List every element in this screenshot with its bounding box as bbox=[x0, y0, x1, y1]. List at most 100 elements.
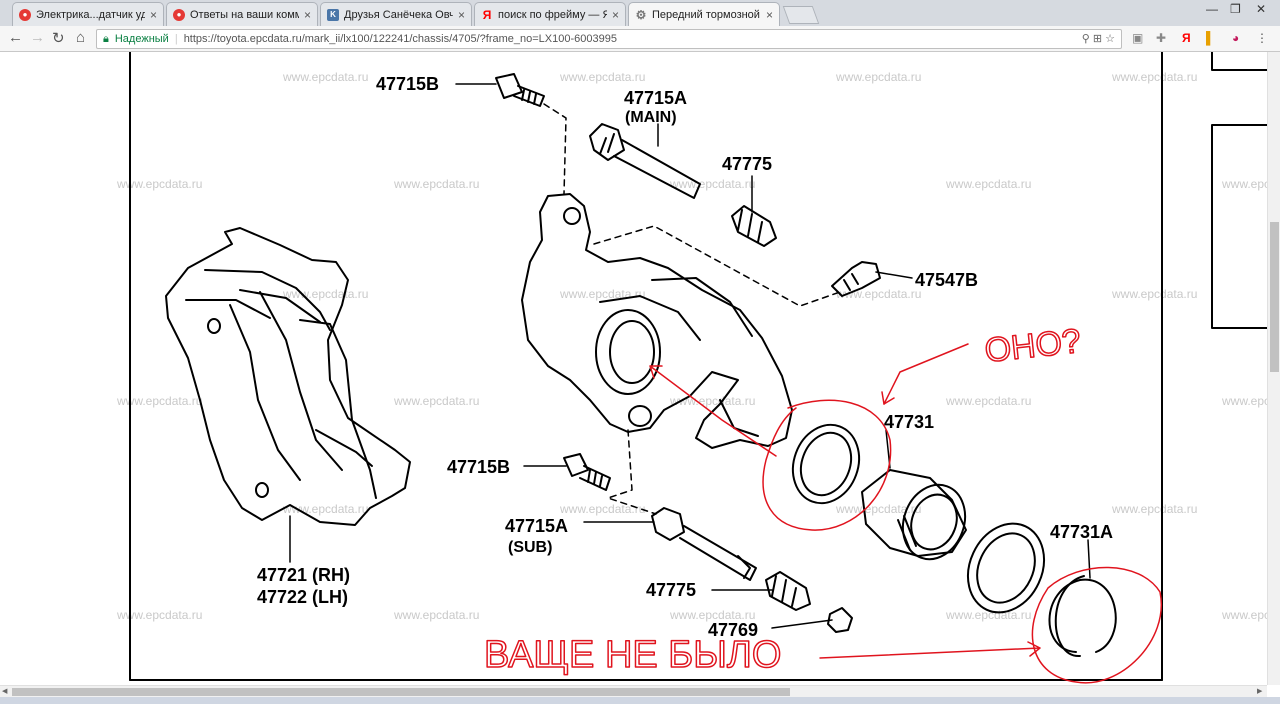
yandex-icon: Я bbox=[482, 7, 492, 22]
part-label: 47715A bbox=[624, 88, 687, 108]
tab-2[interactable]: ● Ответы на ваши коммент × bbox=[166, 2, 318, 26]
boot-47775-bottom bbox=[765, 571, 811, 611]
part-label: 47775 bbox=[646, 580, 696, 600]
tab-label: поиск по фрейму — Янде bbox=[498, 8, 607, 21]
bolt-47715b-top bbox=[495, 73, 545, 107]
parts-diagram: 47715B 47715A (MAIN) 47775 47547B 47731 … bbox=[129, 52, 1267, 684]
watermark: www.epcdata.ru bbox=[117, 608, 203, 622]
watermark: www.epcdata.ru bbox=[1222, 608, 1267, 622]
menu-icon[interactable]: ⋮ bbox=[1256, 31, 1268, 45]
forward-arrow-icon[interactable]: → bbox=[30, 29, 45, 46]
tab-strip: ● Электрика...датчик удара × ● Ответы на… bbox=[0, 0, 1280, 26]
part-label: 47775 bbox=[722, 154, 772, 174]
side-box bbox=[1211, 52, 1267, 71]
arrow-line bbox=[649, 365, 777, 457]
url-text: https://toyota.epcdata.ru/mark_ii/lx100/… bbox=[183, 33, 617, 45]
address-bar[interactable]: 🔒︎ Надежный | https://toyota.epcdata.ru/… bbox=[96, 29, 1122, 49]
watermark: www.epcdata.ru bbox=[670, 177, 756, 191]
part-labels: 47715B 47715A (MAIN) 47775 47547B 47731 … bbox=[257, 74, 1113, 640]
leader-lines bbox=[289, 83, 1091, 629]
bookmark-ext-icon[interactable]: ▌ bbox=[1206, 31, 1215, 45]
cap-47769 bbox=[827, 607, 853, 633]
part-label: 47769 bbox=[708, 620, 758, 640]
arrow-line bbox=[883, 343, 969, 405]
translate-icon[interactable]: ⊞ bbox=[1092, 33, 1103, 45]
yandex-ext-icon[interactable]: Я bbox=[1182, 31, 1191, 45]
ext-icon[interactable]: ◕ bbox=[1232, 31, 1240, 45]
new-tab-button[interactable] bbox=[782, 6, 820, 24]
part-label: (MAIN) bbox=[625, 109, 677, 126]
scroll-right-arrow-icon[interactable]: ▶ bbox=[1257, 688, 1263, 695]
watermark: www.epcdata.ru bbox=[394, 608, 480, 622]
caliper-body bbox=[521, 193, 793, 449]
tab-label: Электрика...датчик удара bbox=[36, 8, 145, 21]
back-arrow-icon[interactable]: ← bbox=[8, 29, 23, 46]
watermark: www.epcdata.ru bbox=[1112, 287, 1198, 301]
close-icon[interactable]: × bbox=[765, 7, 773, 22]
close-icon[interactable]: × bbox=[457, 7, 465, 22]
puzzle-icon[interactable]: ✚ bbox=[1156, 31, 1167, 45]
watermark: www.epcdata.ru bbox=[836, 502, 922, 516]
tab-1[interactable]: ● Электрика...датчик удара × bbox=[12, 2, 164, 26]
part-label: 47715B bbox=[376, 74, 439, 94]
tab-5-active[interactable]: ⚙ Передний тормозной суп × bbox=[628, 2, 780, 26]
snap-ring-47731a bbox=[1048, 575, 1117, 658]
tab-label: Ответы на ваши коммент bbox=[190, 8, 299, 21]
window-close-icon[interactable]: ✕ bbox=[1256, 2, 1267, 16]
boot-47775-top bbox=[731, 205, 777, 247]
part-label: 47731 bbox=[884, 412, 934, 432]
watermark: www.epcdata.ru bbox=[670, 608, 756, 622]
tab-3[interactable]: K Друзья Санёчека Овчинн × bbox=[320, 2, 472, 26]
part-label: 47722 (LH) bbox=[257, 587, 348, 607]
close-icon[interactable]: × bbox=[303, 7, 311, 22]
drive-icon: ● bbox=[19, 8, 31, 21]
horizontal-scroll-thumb[interactable] bbox=[12, 688, 790, 696]
annotation-note: ВАЩЕ НЕ БЫЛО bbox=[484, 634, 781, 676]
close-icon[interactable]: × bbox=[149, 7, 157, 22]
part-label: 47715A bbox=[505, 516, 568, 536]
annotation-question: ОНО? bbox=[983, 322, 1083, 370]
watermark: www.epcdata.ru bbox=[1112, 70, 1198, 84]
vertical-scrollbar[interactable] bbox=[1267, 52, 1280, 685]
watermark: www.epcdata.ru bbox=[283, 70, 369, 84]
zoom-icon[interactable]: ⚲ bbox=[1081, 33, 1090, 45]
browser-toolbar: ← → ↻ ⌂ 🔒︎ Надежный | https://toyota.epc… bbox=[0, 26, 1280, 52]
watermark: www.epcdata.ru bbox=[1222, 177, 1267, 191]
part-label: 47731A bbox=[1050, 522, 1113, 542]
page-content: www.epcdata.ru www.epcdata.ru www.epcdat… bbox=[0, 52, 1267, 685]
lock-icon: 🔒︎ bbox=[103, 32, 109, 45]
scroll-left-arrow-icon[interactable]: ◀ bbox=[2, 688, 8, 695]
part-label: 47721 (RH) bbox=[257, 565, 350, 585]
part-label: 47547B bbox=[915, 270, 978, 290]
vk-icon: K bbox=[327, 8, 339, 21]
os-taskbar bbox=[0, 697, 1280, 704]
piston-47731 bbox=[861, 469, 967, 561]
extension-icon[interactable]: ▣ bbox=[1132, 31, 1144, 45]
watermark: www.epcdata.ru bbox=[117, 177, 203, 191]
tab-label: Друзья Санёчека Овчинн bbox=[344, 8, 453, 21]
minimize-icon[interactable]: — bbox=[1206, 2, 1218, 16]
piston-seal bbox=[791, 423, 861, 505]
watermark: www.epcdata.ru bbox=[1222, 394, 1267, 408]
watermark: www.epcdata.ru bbox=[394, 177, 480, 191]
watermark: www.epcdata.ru bbox=[836, 70, 922, 84]
vertical-scroll-thumb[interactable] bbox=[1270, 222, 1279, 372]
watermark: www.epcdata.ru bbox=[117, 394, 203, 408]
close-icon[interactable]: × bbox=[611, 7, 619, 22]
home-icon[interactable]: ⌂ bbox=[76, 29, 86, 46]
caliper-bracket bbox=[165, 227, 411, 526]
watermark: www.epcdata.ru bbox=[946, 177, 1032, 191]
bookmark-star-icon[interactable]: ☆ bbox=[1105, 33, 1115, 45]
maximize-icon[interactable]: ❐ bbox=[1230, 2, 1241, 16]
horizontal-scrollbar[interactable]: ◀ ▶ bbox=[0, 685, 1267, 697]
drive-icon: ● bbox=[173, 8, 185, 21]
watermark: www.epcdata.ru bbox=[560, 70, 646, 84]
tab-4[interactable]: Я поиск по фрейму — Янде × bbox=[474, 2, 626, 26]
gear-icon: ⚙ bbox=[635, 7, 647, 22]
reload-icon[interactable]: ↻ bbox=[52, 30, 65, 47]
guide-pin-main bbox=[589, 123, 701, 199]
part-label: (SUB) bbox=[508, 539, 552, 556]
dashed-lines bbox=[543, 103, 841, 515]
tab-label: Передний тормозной суп bbox=[652, 8, 761, 21]
watermark: www.epcdata.ru bbox=[394, 394, 480, 408]
